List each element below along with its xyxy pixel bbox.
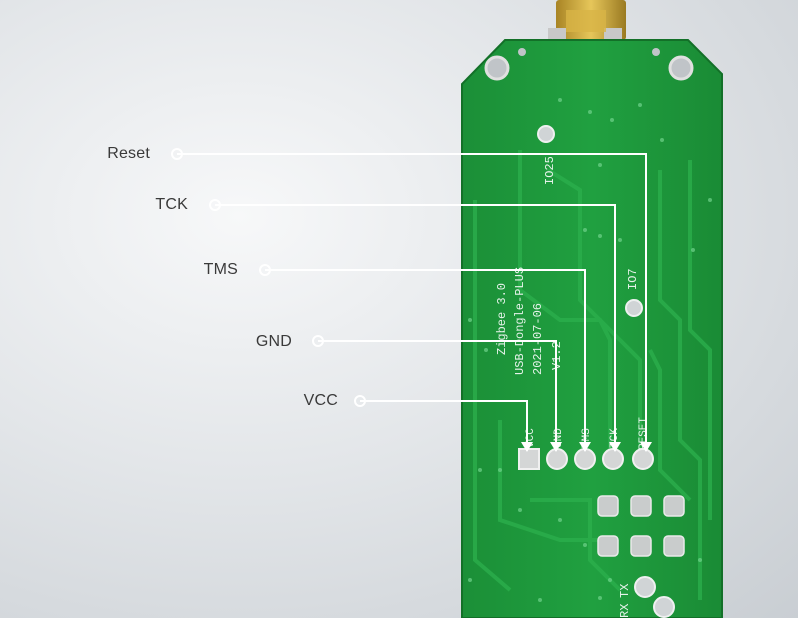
test-point-io25 bbox=[537, 125, 555, 143]
leader-line-reset bbox=[177, 153, 647, 451]
pad-tck bbox=[602, 448, 624, 470]
pad-reset bbox=[632, 448, 654, 470]
leader-arrows bbox=[521, 442, 652, 452]
silkscreen-line2: USB-Dongle-PLUS bbox=[513, 267, 527, 375]
pcb-board bbox=[461, 39, 723, 618]
label-tck: TCK bbox=[155, 196, 188, 213]
silkscreen-io25: IO25 bbox=[543, 156, 557, 185]
pcb-vias bbox=[468, 98, 712, 602]
silkscreen-line3: 2021-07-06 bbox=[531, 303, 545, 375]
leader-line-tms bbox=[265, 269, 586, 451]
mounting-hole-left bbox=[484, 55, 510, 81]
leader-line-vcc bbox=[360, 400, 528, 451]
test-point-tx bbox=[634, 576, 656, 598]
mounting-hole-left-small bbox=[518, 48, 526, 56]
test-point-io7 bbox=[625, 299, 643, 317]
label-gnd: GND bbox=[255, 333, 292, 350]
smd-pads bbox=[597, 495, 685, 557]
pad-vcc bbox=[518, 448, 540, 470]
label-tms: TMS bbox=[203, 261, 238, 278]
leader-line-tck bbox=[215, 204, 616, 451]
mounting-hole-right bbox=[668, 55, 694, 81]
pad-gnd bbox=[546, 448, 568, 470]
leader-lines bbox=[177, 153, 647, 451]
silkscreen-tx: TX bbox=[618, 584, 632, 598]
mounting-hole-right-small bbox=[652, 48, 660, 56]
label-reset: Reset bbox=[107, 145, 150, 162]
silkscreen-line1: Zigbee 3.0 bbox=[495, 283, 509, 355]
leader-endpoints bbox=[171, 148, 366, 407]
label-vcc: VCC bbox=[303, 392, 338, 409]
silkscreen-rx: RX bbox=[618, 604, 632, 618]
silkscreen-io7: IO7 bbox=[626, 268, 640, 290]
pcb-traces bbox=[473, 150, 712, 600]
test-point-rx bbox=[653, 596, 675, 618]
leader-line-gnd bbox=[318, 340, 557, 451]
